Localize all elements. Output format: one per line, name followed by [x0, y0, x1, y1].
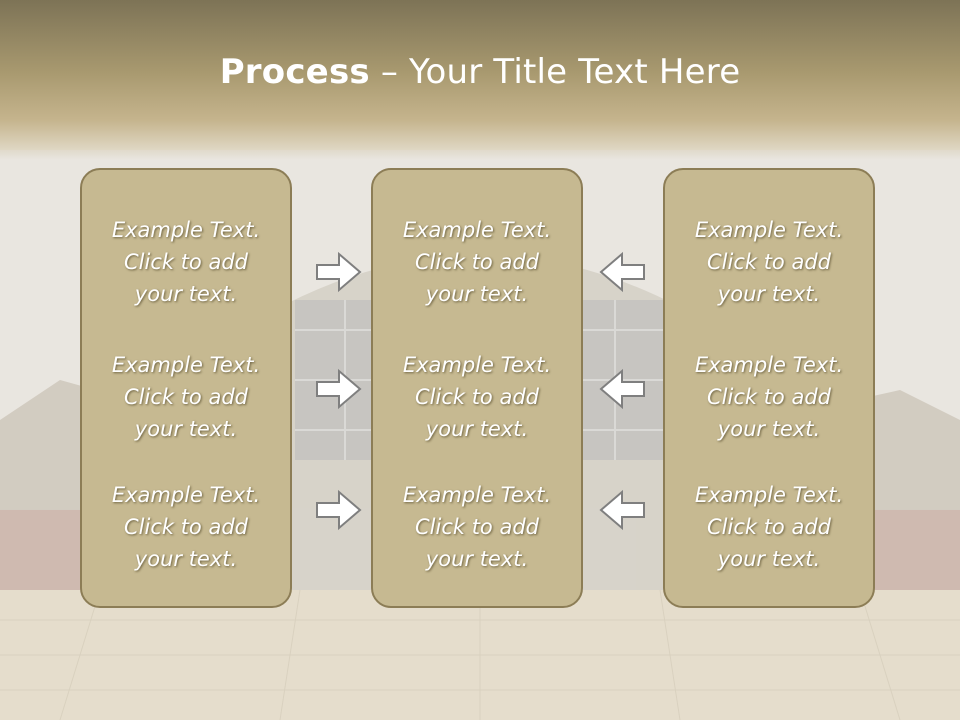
text-block[interactable]: Example Text. Click to add your text. [82, 479, 290, 575]
text-block[interactable]: Example Text. Click to add your text. [82, 214, 290, 310]
text-line: Click to add [706, 385, 831, 409]
text-line: your text. [134, 282, 238, 306]
text-line: your text. [717, 282, 821, 306]
text-block[interactable]: Example Text. Click to add your text. [82, 349, 290, 445]
arrow-left-icon[interactable] [597, 250, 647, 294]
arrow-right-icon[interactable] [314, 367, 364, 411]
text-block[interactable]: Example Text. Click to add your text. [665, 479, 873, 575]
text-line: your text. [425, 282, 529, 306]
process-panel-left[interactable]: Example Text. Click to add your text. Ex… [80, 168, 292, 608]
title-band [0, 0, 960, 160]
text-line: Click to add [414, 250, 539, 274]
arrow-left-icon[interactable] [597, 367, 647, 411]
text-block[interactable]: Example Text. Click to add your text. [373, 479, 581, 575]
process-panel-middle[interactable]: Example Text. Click to add your text. Ex… [371, 168, 583, 608]
text-line: Click to add [706, 250, 831, 274]
text-line: Example Text. [694, 218, 844, 242]
text-line: Click to add [414, 515, 539, 539]
title-bold: Process [219, 52, 370, 92]
text-line: your text. [717, 417, 821, 441]
arrow-right-icon[interactable] [314, 250, 364, 294]
text-line: your text. [717, 547, 821, 571]
text-line: Example Text. [694, 353, 844, 377]
text-line: Click to add [123, 515, 248, 539]
text-line: Example Text. [402, 218, 552, 242]
text-block[interactable]: Example Text. Click to add your text. [665, 214, 873, 310]
text-line: your text. [134, 547, 238, 571]
text-line: Example Text. [694, 483, 844, 507]
arrow-right-icon[interactable] [314, 488, 364, 532]
text-line: Example Text. [111, 353, 261, 377]
text-line: Click to add [123, 385, 248, 409]
text-block[interactable]: Example Text. Click to add your text. [373, 349, 581, 445]
title-rest: – Your Title Text Here [369, 52, 741, 92]
text-line: Click to add [414, 385, 539, 409]
text-block[interactable]: Example Text. Click to add your text. [665, 349, 873, 445]
slide-title[interactable]: Process – Your Title Text Here [0, 52, 960, 92]
text-line: your text. [425, 547, 529, 571]
text-line: Example Text. [402, 483, 552, 507]
text-line: Example Text. [111, 483, 261, 507]
text-line: your text. [134, 417, 238, 441]
text-line: Example Text. [402, 353, 552, 377]
arrow-left-icon[interactable] [597, 488, 647, 532]
text-line: Example Text. [111, 218, 261, 242]
text-line: your text. [425, 417, 529, 441]
process-panel-right[interactable]: Example Text. Click to add your text. Ex… [663, 168, 875, 608]
text-line: Click to add [123, 250, 248, 274]
text-line: Click to add [706, 515, 831, 539]
text-block[interactable]: Example Text. Click to add your text. [373, 214, 581, 310]
